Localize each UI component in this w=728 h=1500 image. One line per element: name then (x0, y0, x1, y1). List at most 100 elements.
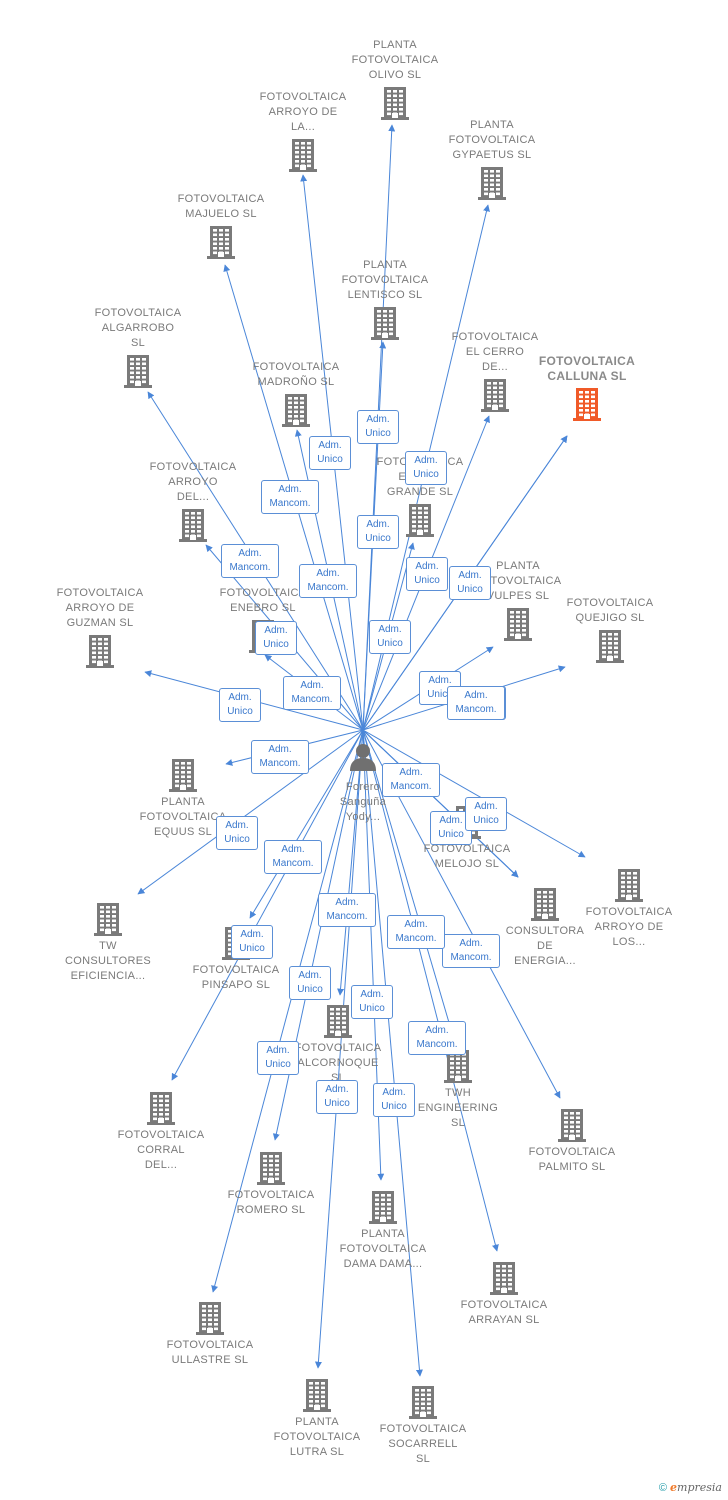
building-icon[interactable] (490, 1261, 518, 1295)
building-icon[interactable] (596, 629, 624, 663)
role-badge[interactable]: Adm.Mancom. (318, 893, 376, 927)
role-badge-line: Mancom. (450, 952, 492, 963)
building-icon[interactable] (196, 1301, 224, 1335)
role-badge[interactable]: Adm.Mancom. (382, 763, 440, 797)
building-icon[interactable] (615, 868, 643, 902)
building-icon[interactable] (371, 306, 399, 340)
building-icon[interactable] (257, 1151, 285, 1185)
building-icon[interactable] (282, 393, 310, 427)
building-icon[interactable] (94, 902, 122, 936)
role-badge[interactable]: Adm.Unico (357, 515, 399, 549)
role-badge[interactable]: Adm.Mancom. (299, 564, 357, 598)
building-icon[interactable] (409, 1385, 437, 1419)
building-icon[interactable] (324, 1004, 352, 1038)
role-badge-line: Unico (224, 834, 250, 845)
role-badge[interactable]: Adm.Unico (406, 557, 448, 591)
company-label-line: ALCORNOQUE (297, 1057, 379, 1069)
role-badge-line: Mancom. (395, 933, 437, 944)
role-badge[interactable]: Adm.Unico (449, 566, 491, 600)
company-label-line: PLANTA (470, 119, 514, 131)
role-badge[interactable]: Adm.Unico (309, 436, 351, 470)
role-badge[interactable]: Adm.Unico (289, 966, 331, 1000)
role-badge[interactable]: Adm.Unico (357, 410, 399, 444)
company-label-line: MAJUELO SL (185, 208, 257, 220)
building-icon[interactable] (169, 758, 197, 792)
building-icon[interactable] (207, 225, 235, 259)
role-badge[interactable]: Adm.Unico (405, 451, 447, 485)
empresia-logo[interactable]: empresia (670, 1481, 722, 1494)
role-badge[interactable]: Adm.Mancom. (442, 934, 500, 968)
role-badge[interactable]: Adm.Unico (465, 797, 507, 831)
building-icon[interactable] (504, 607, 532, 641)
copyright-symbol: © (658, 1482, 667, 1494)
role-badge[interactable]: Adm.Mancom. (447, 686, 505, 720)
building-icon[interactable] (369, 1190, 397, 1224)
building-icon[interactable] (531, 887, 559, 921)
role-badge[interactable]: Adm.Unico (216, 816, 258, 850)
role-badge[interactable]: Adm.Unico (231, 925, 273, 959)
role-badge[interactable]: Adm.Mancom. (408, 1021, 466, 1055)
building-icon[interactable] (406, 503, 434, 537)
building-icon[interactable] (478, 166, 506, 200)
role-badge[interactable]: Adm.Unico (255, 621, 297, 655)
building-icon[interactable] (558, 1108, 586, 1142)
building-icon[interactable] (381, 86, 409, 120)
building-icon[interactable] (86, 634, 114, 668)
person-icon[interactable] (348, 742, 378, 772)
role-badge[interactable]: Adm.Unico (257, 1041, 299, 1075)
building-icon[interactable] (124, 354, 152, 388)
role-badge[interactable]: Adm.Mancom. (264, 840, 322, 874)
company-label-line: FOTOVOLTAICA (451, 331, 539, 343)
building-icon[interactable] (147, 1091, 175, 1125)
building-icon[interactable] (573, 387, 601, 421)
role-badge[interactable]: Adm.Mancom. (251, 740, 309, 774)
role-badge[interactable]: Adm.Unico (219, 688, 261, 722)
company-label-line: FOTOVOLTAICA (566, 597, 654, 609)
building-icon[interactable] (179, 508, 207, 542)
role-badge[interactable]: Adm.Mancom. (221, 544, 279, 578)
building-icon[interactable] (289, 138, 317, 172)
role-badge[interactable]: Adm.Mancom. (261, 480, 319, 514)
role-badge[interactable]: Adm.Unico (369, 620, 411, 654)
building-icon[interactable] (303, 1378, 331, 1412)
role-badge[interactable]: Adm.Unico (351, 985, 393, 1019)
role-badge[interactable]: Adm.Unico (316, 1080, 358, 1114)
building-icon[interactable] (481, 378, 509, 412)
company-label-line: FOTOVOLTAICA (252, 361, 340, 373)
role-badge[interactable]: Adm.Unico (373, 1083, 415, 1117)
building-icon[interactable] (444, 1049, 472, 1083)
role-badge[interactable]: Adm.Mancom. (387, 915, 445, 949)
role-badge[interactable]: Adm.Mancom. (283, 676, 341, 710)
